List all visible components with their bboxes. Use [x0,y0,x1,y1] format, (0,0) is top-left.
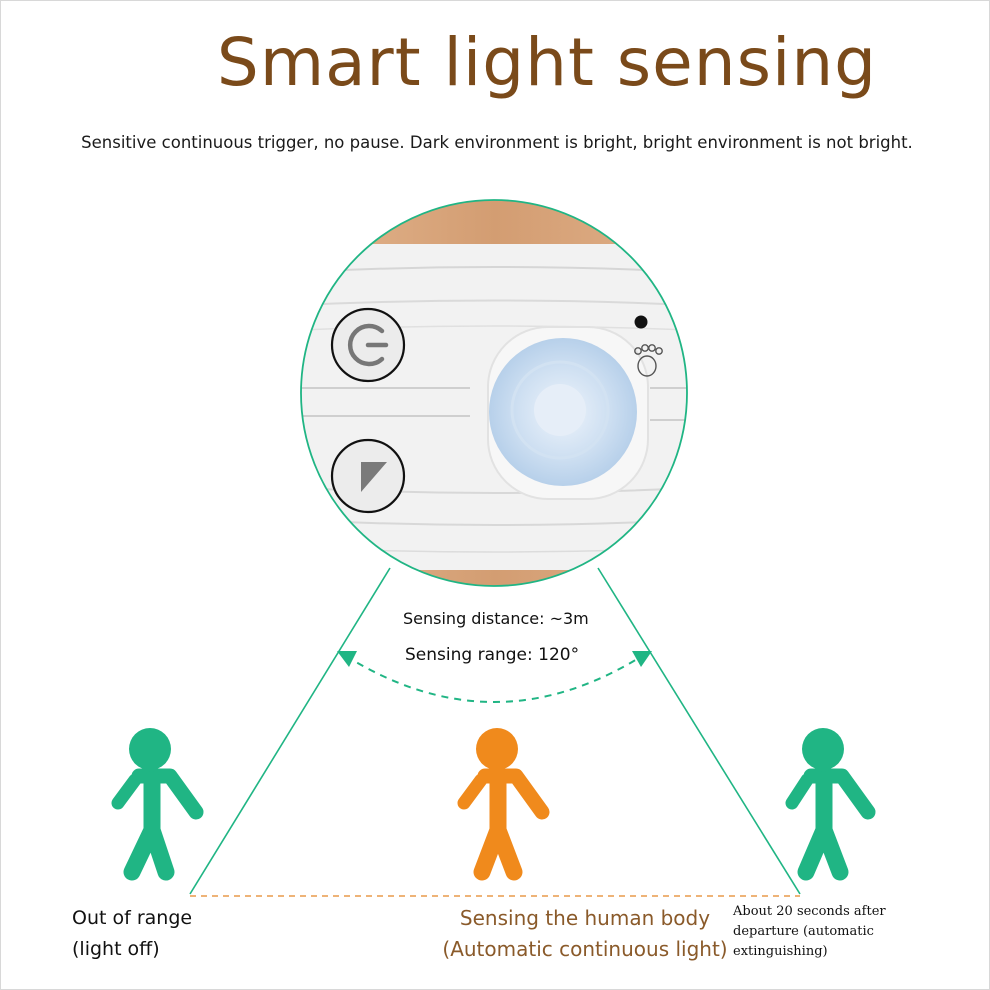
walking-person-icon [785,728,876,881]
triangle-button-icon [330,438,406,514]
arc-left-arrow-icon [337,651,357,667]
caption-out-of-range: Out of range (light off) [72,903,192,965]
arc-right-arrow-icon [632,651,652,667]
cone-right-edge [597,567,801,895]
range-arc [345,655,643,703]
sensing-range-label: Sensing range: 120° [405,645,580,665]
paw-icon [634,344,663,377]
caption-line: Out of range [72,907,193,929]
caption-line: Sensing the human body [459,906,711,930]
cone-left-edge [189,567,391,895]
caption-line: extinguishing) [733,944,828,959]
caption-line: departure (automatic [733,924,874,939]
walking-person-icon [457,728,550,881]
subtitle: Sensitive continuous trigger, no pause. … [81,133,913,152]
caption-sensing-body: Sensing the human body (Automatic contin… [420,903,750,965]
wood-top [301,200,687,246]
indicator-dot-icon [634,315,648,329]
walking-person-icon [111,728,204,881]
wood-bottom [301,570,687,586]
page-title: Smart light sensing [216,24,878,101]
caption-line: About 20 seconds after [733,904,886,919]
caption-after-departure: About 20 seconds after departure (automa… [733,902,893,962]
caption-line: (light off) [72,938,160,960]
power-button-icon [330,307,406,383]
caption-line: (Automatic continuous light) [442,937,728,961]
sensing-distance-label: Sensing distance: ~3m [403,609,589,628]
sensor-magnifier [300,199,688,587]
